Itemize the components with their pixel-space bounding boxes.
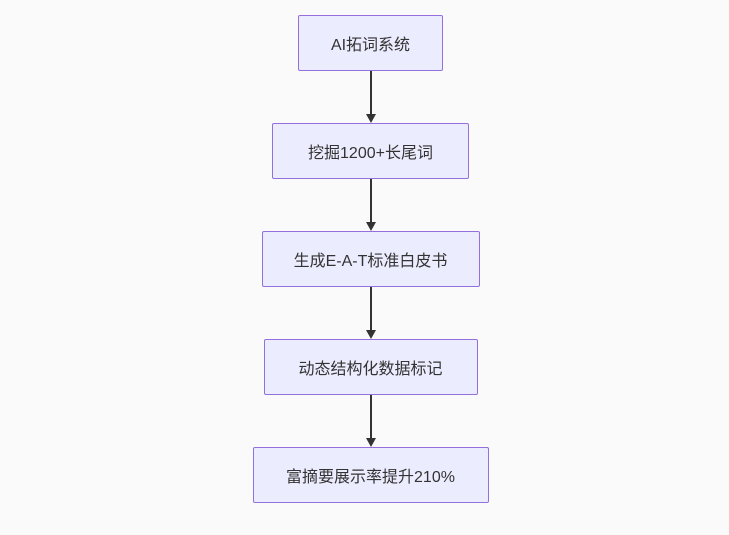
arrow-line (369, 395, 372, 439)
arrow-down-icon (365, 287, 376, 339)
node-label: 富摘要展示率提升210% (286, 469, 455, 486)
arrow-down-icon (365, 71, 376, 123)
arrow-line (369, 287, 372, 331)
arrow-head (365, 330, 376, 339)
flowchart-node-dynamic-structured-data-markup: 动态结构化数据标记 (263, 339, 478, 395)
arrow-head (365, 222, 376, 231)
flowchart-node-mine-longtail-keywords: 挖掘1200+长尾词 (272, 123, 469, 179)
node-label: 动态结构化数据标记 (298, 361, 443, 378)
node-label: AI拓词系统 (330, 37, 411, 54)
flowchart-node-rich-snippet-rate-increase: 富摘要展示率提升210% (252, 447, 489, 503)
arrow-down-icon (365, 179, 376, 231)
arrow-line (369, 179, 372, 223)
flowchart-node-generate-eat-whitepaper: 生成E-A-T标准白皮书 (261, 231, 480, 287)
node-label: 生成E-A-T标准白皮书 (293, 253, 448, 270)
arrow-down-icon (365, 395, 376, 447)
flowchart: AI拓词系统 挖掘1200+长尾词 生成E-A-T标准白皮书 动态结构化数据标记… (6, 0, 729, 535)
flowchart-node-ai-word-expansion-system: AI拓词系统 (298, 15, 443, 71)
node-label: 挖掘1200+长尾词 (308, 145, 433, 162)
arrow-head (365, 114, 376, 123)
arrow-head (365, 438, 376, 447)
arrow-line (369, 71, 372, 115)
